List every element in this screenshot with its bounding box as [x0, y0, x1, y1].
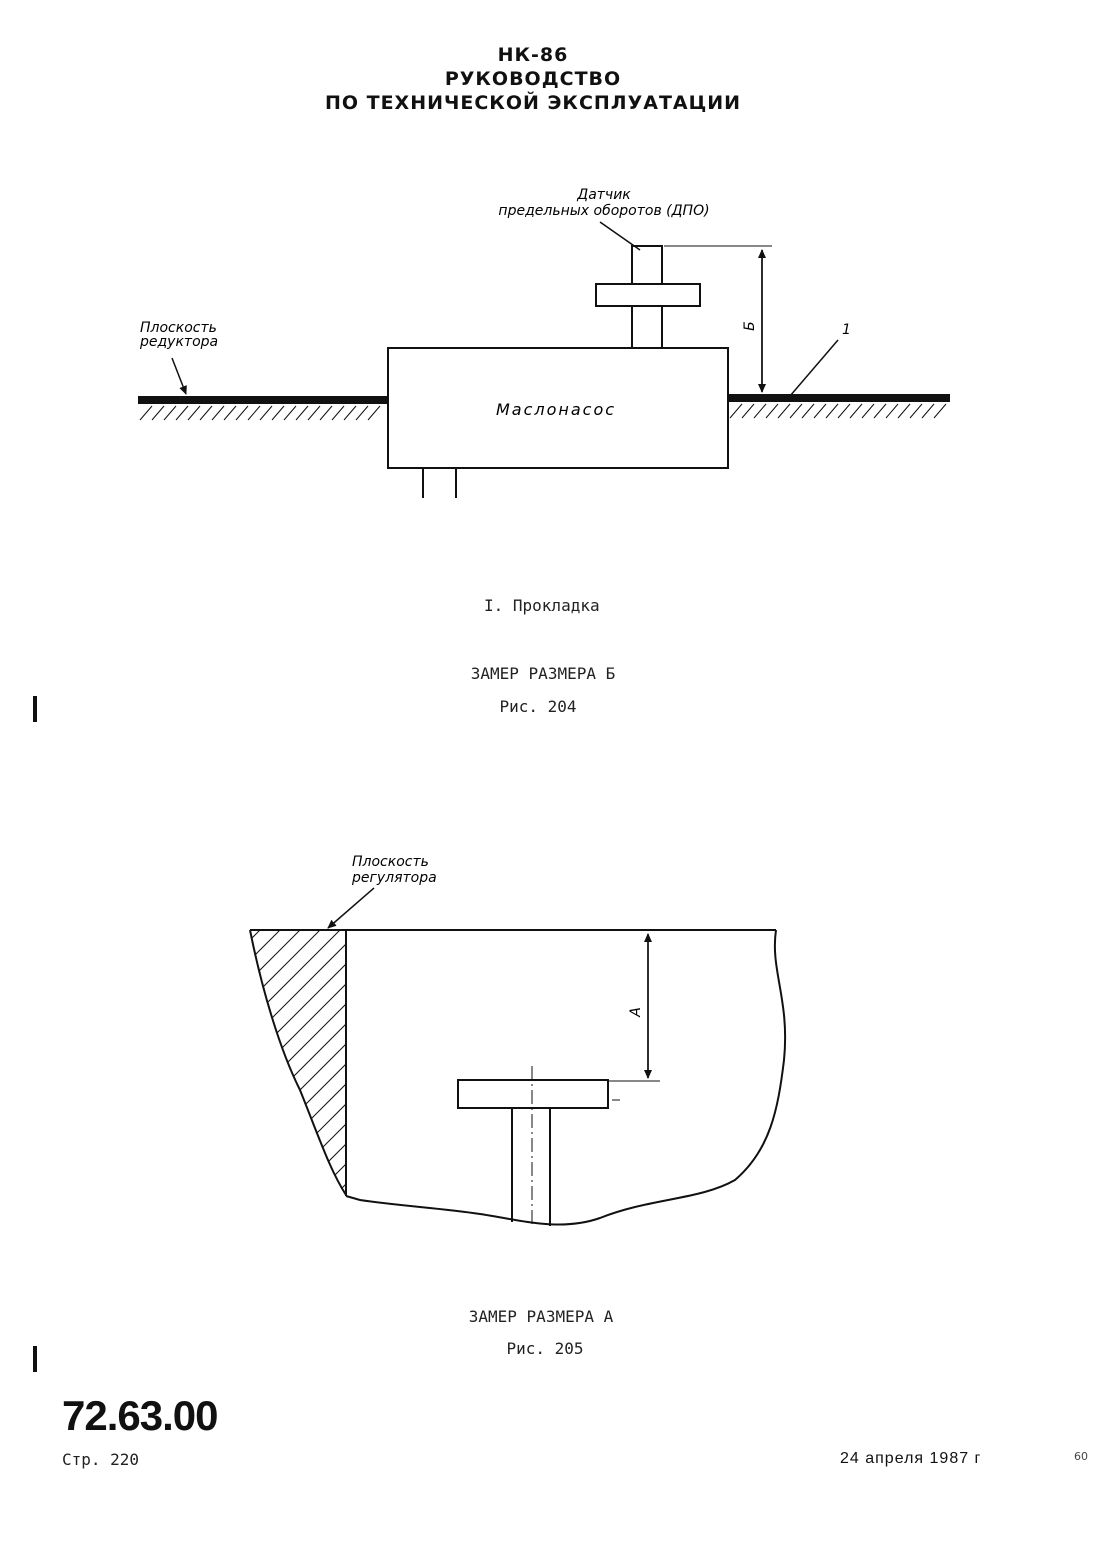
gearbox-plane-label-line1: Плоскость: [140, 320, 217, 336]
change-bar: [33, 696, 37, 722]
regulator-plane-label-line1: Плоскость: [352, 854, 429, 870]
hatch-left: [139, 405, 381, 421]
figure-205-caption: ЗАМЕР РАЗМЕРА А: [468, 1307, 614, 1326]
gearbox-plane-left: [138, 396, 388, 404]
sensor-top-shaft: [631, 245, 663, 285]
revision-date: 24 апреля 1987 г: [840, 1450, 982, 1467]
regulator-plane-arrow: [327, 887, 375, 929]
regulator-wall-hatch: [250, 930, 346, 1195]
sensor-label-line2: предельных оборотов (ДПО): [498, 203, 709, 219]
sheet-number: 60: [1074, 1450, 1088, 1463]
oil-pump-body: [387, 347, 729, 469]
legend-item-1: I. Прокладка: [484, 596, 600, 615]
figure-204-caption: ЗАМЕР РАЗМЕРА Б: [470, 664, 616, 683]
figure-205-drawing: Плоскость регулятора А: [249, 854, 787, 1226]
sensor-label-line1: Датчик: [576, 187, 631, 203]
change-bar: [33, 1346, 37, 1372]
sensor-flange: [457, 1079, 609, 1109]
figure-204-drawing: Датчик предельных оборотов (ДПО) Плоскос…: [138, 187, 950, 498]
oil-pump-label: Маслонасос: [496, 400, 616, 419]
page-number: Стр. 220: [62, 1450, 140, 1469]
doc-title-code: НК-86: [497, 44, 569, 66]
document-number: 72.63.00: [62, 1392, 218, 1439]
dim-a-label: А: [628, 1007, 644, 1018]
callout-1-leader: [789, 339, 839, 397]
body-broken-edge: [345, 929, 787, 1226]
gearbox-plane-label-line2: редуктора: [139, 334, 218, 350]
gearbox-plane-arrow: [171, 357, 187, 395]
figure-205-number: Рис. 205: [506, 1339, 584, 1358]
doc-title: РУКОВОДСТВО: [444, 68, 622, 90]
wall-broken-edge: [249, 929, 347, 1196]
regulator-plane-label-line2: регулятора: [351, 870, 437, 886]
callout-1-label: 1: [842, 322, 851, 338]
gearbox-plane-right: [728, 394, 950, 402]
sensor-flange: [595, 283, 701, 307]
sensor-lower-shaft: [631, 305, 663, 349]
sensor-leader-line: [599, 221, 641, 251]
figure-204-number: Рис. 204: [499, 697, 577, 716]
hatch-right: [729, 403, 947, 419]
doc-subtitle: ПО ТЕХНИЧЕСКОЙ ЭКСПЛУАТАЦИИ: [324, 92, 742, 114]
dim-b-label: Б: [742, 321, 758, 331]
